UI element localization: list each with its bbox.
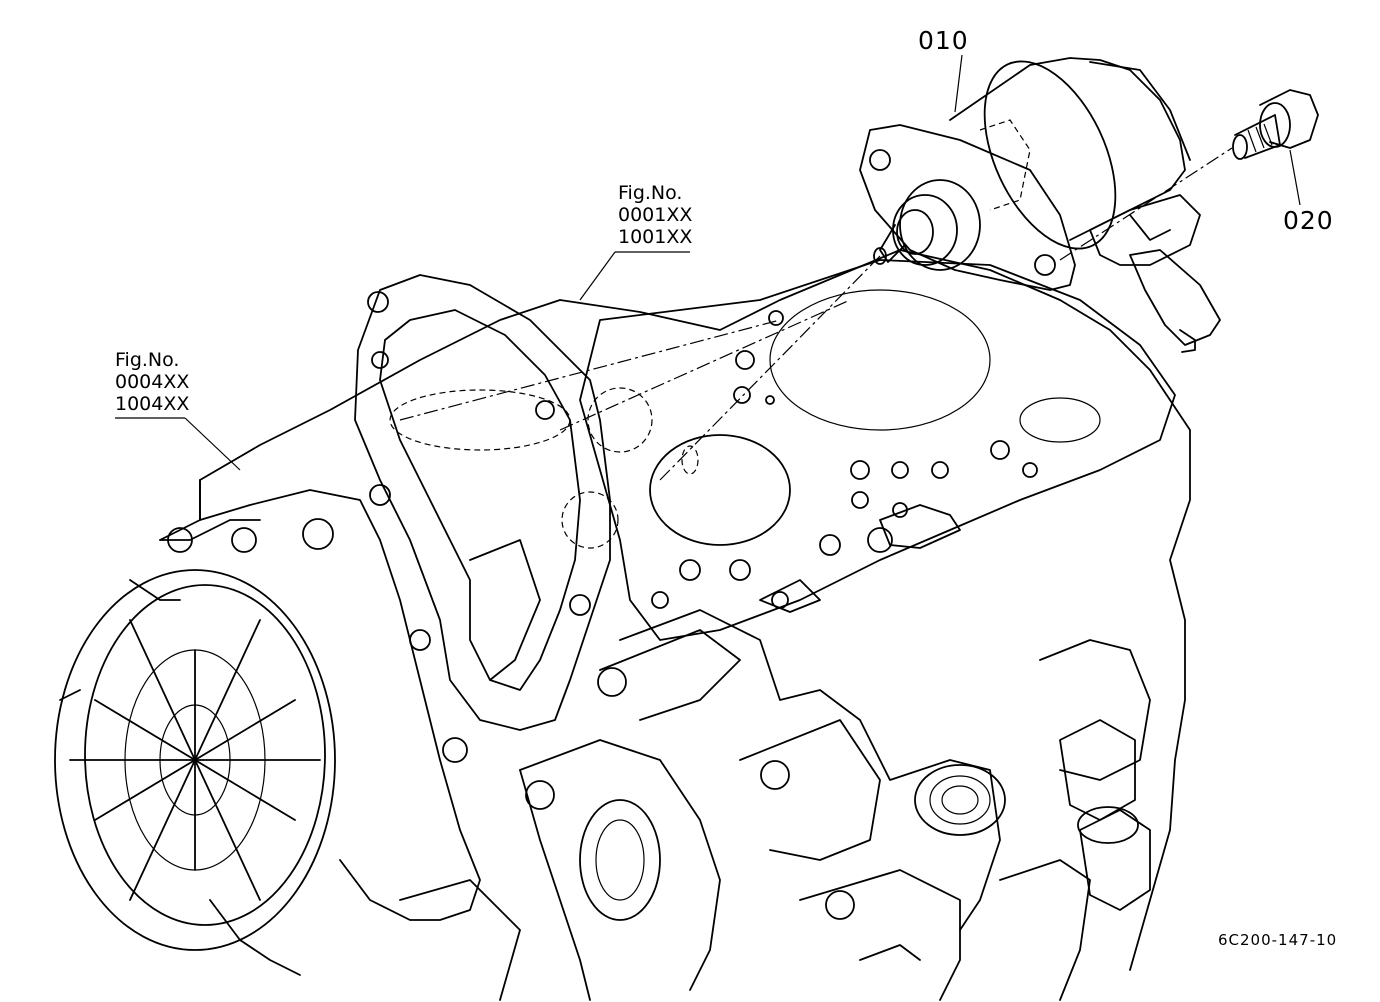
- figure-reference-upper[interactable]: Fig.No. 0001XX 1001XX: [618, 182, 692, 248]
- part-number-020[interactable]: 020: [1283, 206, 1334, 235]
- figure-reference-label: Fig.No.: [618, 182, 683, 204]
- figure-reference-code: 0004XX: [115, 371, 190, 393]
- figure-reference-lower[interactable]: Fig.No. 0004XX 1004XX: [115, 349, 189, 415]
- engine-block-icon: [159, 249, 1191, 1001]
- leader-lines: [115, 54, 1301, 471]
- figure-reference-code: 1001XX: [618, 226, 693, 248]
- figure-reference-code: 1004XX: [115, 393, 190, 415]
- bolt-icon: [1232, 89, 1319, 160]
- drawing-code: 6C200-147-10: [1218, 931, 1338, 949]
- gear-case-icon: [354, 274, 699, 763]
- figure-reference-label: Fig.No.: [115, 349, 180, 371]
- front-cover-icon: [54, 479, 481, 976]
- centerline-markings: [399, 147, 1233, 481]
- figure-reference-code: 0001XX: [618, 204, 693, 226]
- solenoid-assembly-icon: [859, 57, 1221, 353]
- part-number-010[interactable]: 010: [918, 26, 969, 55]
